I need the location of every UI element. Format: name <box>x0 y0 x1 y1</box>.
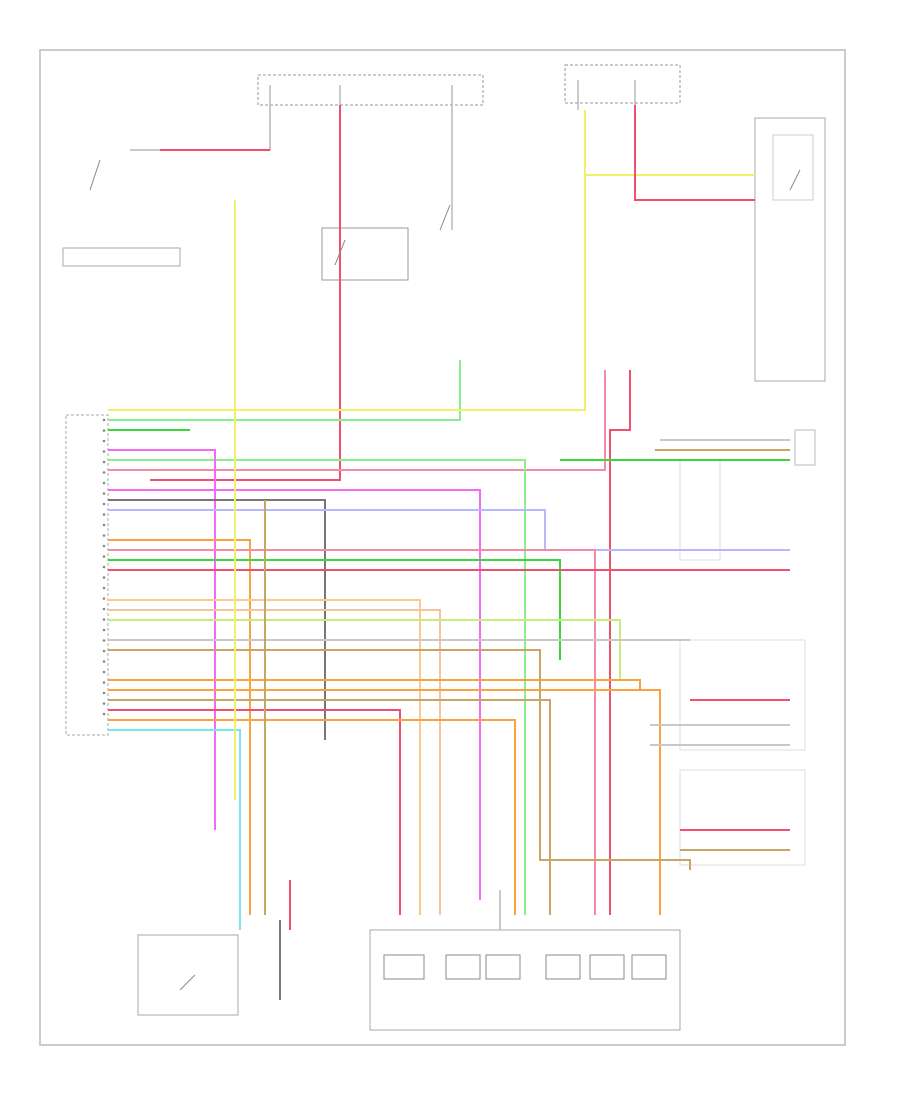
power-relay-box <box>754 117 826 382</box>
solenoid-body-box <box>369 929 681 1031</box>
connector-pin <box>102 481 106 485</box>
connector-pin <box>102 544 106 548</box>
transmission-range-sensor-box <box>137 934 239 1016</box>
wire-14 <box>108 489 481 900</box>
wire-16 <box>108 509 790 551</box>
connector-pin <box>102 618 106 621</box>
solenoid-transmission-range <box>383 954 425 980</box>
wire-13 <box>108 449 216 830</box>
connector-pin <box>102 460 106 464</box>
wire-28 <box>108 709 401 915</box>
connector-pin <box>102 649 106 653</box>
connector-pin <box>102 471 106 474</box>
wire-1 <box>130 105 271 151</box>
wire-5 <box>108 360 461 421</box>
connector-pin <box>102 523 106 527</box>
solenoid-coast-clutch <box>631 954 667 980</box>
wire-9 <box>609 370 631 915</box>
connector-pin <box>102 702 106 705</box>
connector-pin <box>102 681 106 684</box>
solenoid-symbols <box>383 954 667 980</box>
connector-pin <box>102 660 106 663</box>
relay-contacts <box>89 159 801 991</box>
engine-control-relay-box <box>321 227 409 281</box>
wire-29 <box>108 719 516 915</box>
solenoid-shift-2 <box>545 954 581 980</box>
wire-31 <box>108 649 691 870</box>
wire-26 <box>108 689 661 915</box>
connector-pin <box>102 576 106 579</box>
fuse-block-left <box>257 74 484 110</box>
wire-15 <box>108 499 326 740</box>
connector-pin <box>102 502 106 506</box>
connector-pin <box>102 586 106 590</box>
wire-10 <box>108 370 606 471</box>
connector-pin <box>102 670 106 674</box>
connector-pin <box>102 639 106 642</box>
transmission-control-switch-box <box>62 247 181 267</box>
solenoid-torque-converter-clutch <box>589 954 625 980</box>
wires-group <box>108 105 790 1000</box>
connector-pin <box>102 597 106 600</box>
pin-dots <box>102 418 106 716</box>
connector-pin <box>102 555 106 558</box>
wire-22 <box>108 609 441 915</box>
wire-21 <box>108 599 421 915</box>
connector-pin <box>102 534 106 537</box>
connector-pin <box>102 418 106 422</box>
connector-pin <box>102 565 106 569</box>
wire-19 <box>108 559 561 660</box>
connector-pin <box>102 513 106 516</box>
connector-pin <box>102 712 106 716</box>
connector-pin <box>102 607 106 611</box>
fuse-block-right <box>564 64 681 110</box>
connector-pin <box>102 628 106 632</box>
solenoid-shift-1 <box>485 954 521 980</box>
wire-17 <box>108 539 251 915</box>
diagram-frame <box>39 49 846 1046</box>
connector-pin <box>102 450 106 453</box>
pcm-connector <box>65 414 109 736</box>
wire-30 <box>108 729 241 930</box>
wire-12 <box>108 459 526 915</box>
solenoid-electronic-pressure-control <box>445 954 481 980</box>
wire-18 <box>108 549 596 915</box>
wire-6 <box>108 110 586 411</box>
right-components <box>679 429 816 866</box>
connector-pin <box>102 492 106 495</box>
wire-23 <box>108 619 621 680</box>
wire-3 <box>150 105 341 481</box>
wire-25 <box>108 679 641 690</box>
connector-pin <box>102 429 106 432</box>
wire-27 <box>108 699 551 915</box>
connector-pin <box>102 439 106 443</box>
connector-pin <box>102 691 106 695</box>
wire-8 <box>634 105 755 201</box>
